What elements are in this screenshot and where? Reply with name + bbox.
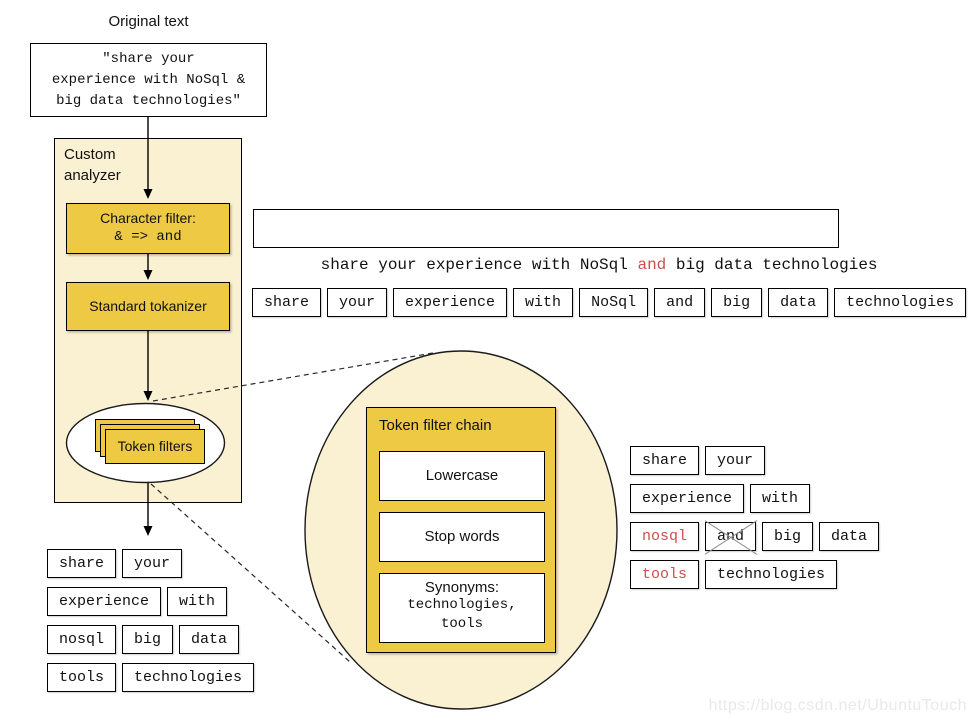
token-box: big xyxy=(711,288,763,317)
token-box-synonym: tools xyxy=(630,560,700,589)
watermark-url: https://blog.csdn.net/UbuntuTouch xyxy=(708,697,967,714)
token-box-synonym: nosql xyxy=(630,522,700,551)
token-filter-chain-box: Token filter chain Lowercase Stop words … xyxy=(366,407,556,653)
lowercase-filter-box: Lowercase xyxy=(379,451,545,501)
standard-tokenizer-box: Standard tokanizer xyxy=(66,282,230,331)
token-box-removed: and xyxy=(705,522,757,551)
token-box: your xyxy=(705,446,766,475)
token-box: big xyxy=(762,522,814,551)
char-filtered-text-post: big data technologies xyxy=(666,256,878,274)
final-tokens-row: experience with xyxy=(47,587,254,616)
synonyms-filter-line: technologies, xyxy=(407,597,517,613)
zoom-dashed-line-upper xyxy=(152,352,434,402)
original-text-box: "share your experience with NoSql & big … xyxy=(30,43,267,117)
filtered-tokens-group: share your experience with nosql and big… xyxy=(630,446,880,598)
token-box: with xyxy=(167,587,228,616)
custom-analyzer-label-line: Custom xyxy=(64,146,116,163)
arrowhead-icon xyxy=(143,526,153,536)
final-tokens-row: nosql big data xyxy=(47,625,254,654)
filtered-tokens-row: experience with xyxy=(630,484,879,513)
filtered-tokens-row: share your xyxy=(630,446,879,475)
token-box: tools xyxy=(47,663,117,692)
token-box: technologies xyxy=(834,288,967,317)
final-tokens-group: share your experience with nosql big dat… xyxy=(47,549,255,701)
character-filter-rule: & => and xyxy=(114,229,182,245)
token-box: data xyxy=(179,625,240,654)
token-box: technologies xyxy=(122,663,255,692)
token-box: NoSql xyxy=(579,288,649,317)
synonyms-filter-title: Synonyms: xyxy=(424,579,500,596)
final-tokens-row: share your xyxy=(47,549,254,578)
original-text-label: Original text xyxy=(108,13,189,30)
token-box: data xyxy=(768,288,829,317)
character-filter-box: Character filter: & => and xyxy=(66,203,230,254)
token-box: with xyxy=(513,288,574,317)
arrowhead-icon xyxy=(143,270,153,280)
filtered-tokens-row: nosql and big data xyxy=(630,522,880,551)
token-box: data xyxy=(819,522,880,551)
original-text-line: big data technologies" xyxy=(56,93,241,109)
custom-analyzer-label: Custom analyzer xyxy=(64,144,121,186)
token-filter-chain-title: Token filter chain xyxy=(379,417,492,434)
synonyms-filter-box: Synonyms: technologies, tools xyxy=(379,573,545,643)
token-box: your xyxy=(122,549,183,578)
token-box: experience xyxy=(393,288,508,317)
token-box: experience xyxy=(47,587,162,616)
token-box: with xyxy=(750,484,811,513)
char-filtered-text-pre: share your experience with NoSql xyxy=(320,256,638,274)
custom-analyzer-label-line: analyzer xyxy=(64,167,121,184)
token-box: and xyxy=(654,288,706,317)
token-box: technologies xyxy=(705,560,838,589)
filtered-tokens-row: tools technologies xyxy=(630,560,879,589)
original-text-line: "share your xyxy=(102,51,195,67)
token-box: share xyxy=(630,446,700,475)
character-filter-title: Character filter: xyxy=(100,210,196,226)
char-filtered-text-box: share your experience with NoSql and big… xyxy=(253,209,878,274)
token-box: experience xyxy=(630,484,745,513)
token-box: share xyxy=(252,288,322,317)
original-text-line: experience with NoSql & xyxy=(51,72,246,88)
arrowhead-icon xyxy=(143,189,153,199)
token-box: nosql xyxy=(47,625,117,654)
arrowhead-icon xyxy=(143,391,153,401)
stop-words-filter-box: Stop words xyxy=(379,512,545,562)
final-tokens-row: tools technologies xyxy=(47,663,255,692)
tokenizer-output-row: share your experience with NoSql and big… xyxy=(252,288,967,317)
char-filtered-text-highlight: and xyxy=(637,256,667,274)
flow-arrowheads xyxy=(143,189,153,536)
token-box: your xyxy=(327,288,388,317)
token-filters-box: Token filters xyxy=(105,429,205,464)
synonyms-filter-line: tools xyxy=(440,616,483,632)
token-box: share xyxy=(47,549,117,578)
token-box: big xyxy=(122,625,174,654)
